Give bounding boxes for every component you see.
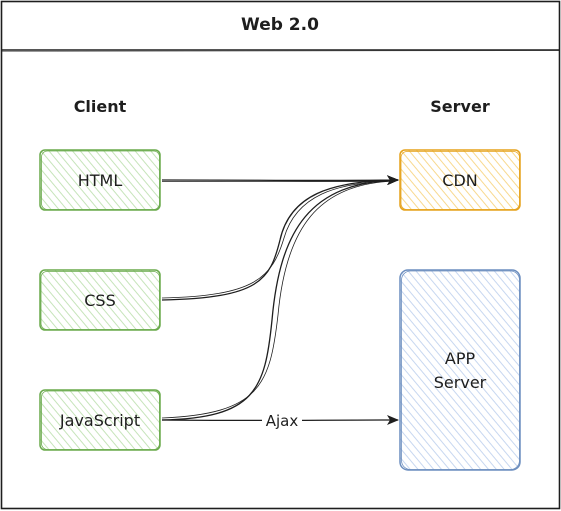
node-html-label: HTML xyxy=(78,171,123,190)
node-html-box-sketch xyxy=(41,150,160,210)
node-cdn-box-sketch xyxy=(400,151,520,210)
node-html[interactable]: HTML xyxy=(39,149,161,211)
node-css-box-sketch xyxy=(40,271,160,330)
node-app-server-label-line2: Server xyxy=(434,373,487,392)
node-cdn-box xyxy=(399,149,521,211)
ajax-edge-label: Ajax xyxy=(262,410,302,430)
node-css-label: CSS xyxy=(84,291,115,310)
node-app-server-box xyxy=(399,269,521,471)
edge-css-to-cdn-sketch xyxy=(161,180,397,299)
node-css-box xyxy=(39,269,161,331)
client-column-label: Client xyxy=(74,97,127,116)
node-app-server-box-sketch xyxy=(401,270,520,470)
edge-css-to-cdn xyxy=(161,175,399,301)
node-javascript-label: JavaScript xyxy=(59,411,140,430)
edge-html-to-cdn-sketch xyxy=(161,180,397,182)
node-cdn[interactable]: CDN xyxy=(399,149,521,211)
node-app-server[interactable]: APP Server xyxy=(399,269,521,471)
ajax-label: Ajax xyxy=(266,412,299,430)
node-javascript-box xyxy=(39,389,161,451)
node-javascript[interactable]: JavaScript xyxy=(39,389,161,451)
edge-javascript-to-cdn xyxy=(161,175,399,421)
server-column-label: Server xyxy=(430,97,490,116)
ajax-label-background xyxy=(262,410,302,430)
frame-header-divider-sketch xyxy=(1,50,560,52)
node-css[interactable]: CSS xyxy=(39,269,161,331)
node-html-box xyxy=(39,149,161,211)
node-app-server-label-line1: APP xyxy=(445,349,476,368)
edges xyxy=(161,175,399,426)
node-cdn-label: CDN xyxy=(442,171,477,190)
frame-title: Web 2.0 xyxy=(241,15,319,35)
node-javascript-box-sketch xyxy=(41,390,160,450)
edge-javascript-to-cdn-sketch xyxy=(161,180,397,419)
